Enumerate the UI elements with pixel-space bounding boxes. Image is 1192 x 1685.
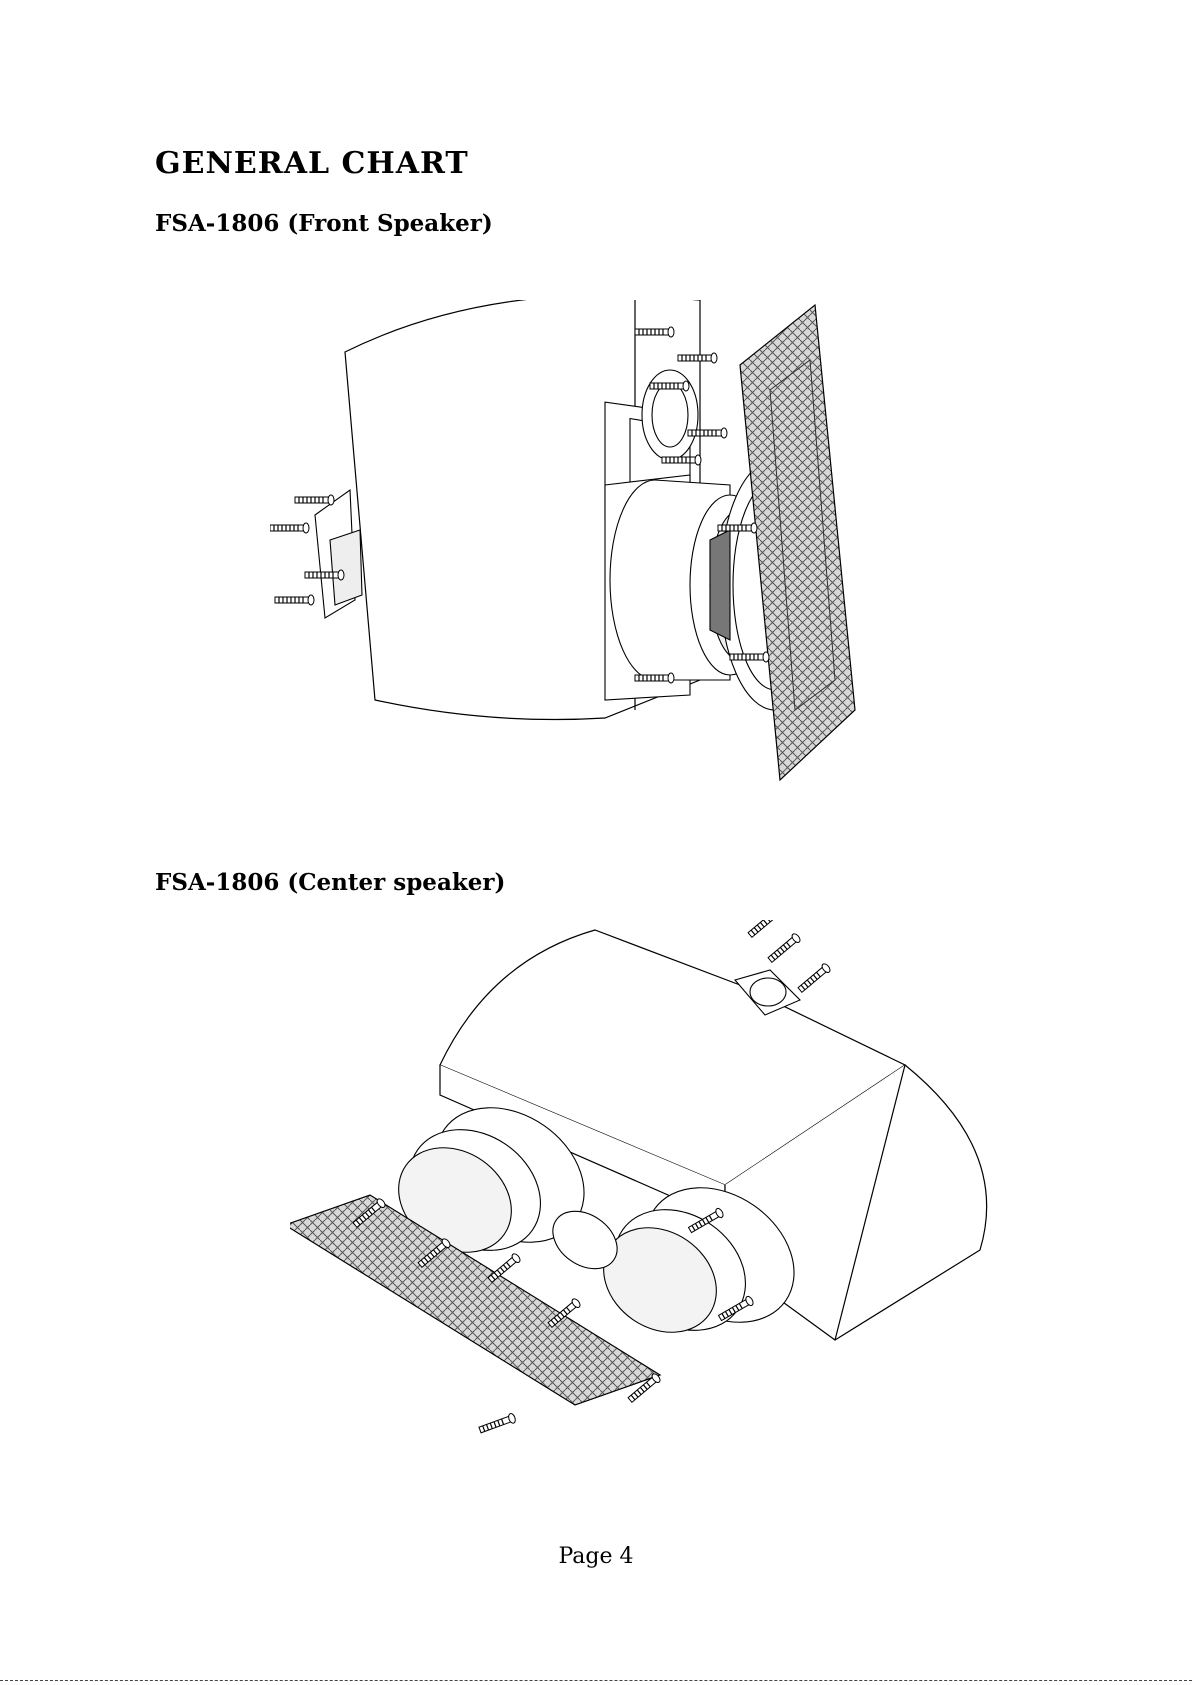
section-heading-front-speaker: FSA-1806 (Front Speaker) <box>155 210 493 237</box>
rear-terminal <box>315 490 362 618</box>
center-speaker-exploded-diagram <box>290 920 990 1485</box>
grille <box>740 305 855 780</box>
page-bottom-rule <box>0 1680 1192 1681</box>
front-speaker-exploded-diagram <box>270 300 930 790</box>
page-title: GENERAL CHART <box>155 146 469 181</box>
section-heading-center-speaker: FSA-1806 (Center speaker) <box>155 869 505 896</box>
page-number: Page 4 <box>0 1544 1192 1569</box>
